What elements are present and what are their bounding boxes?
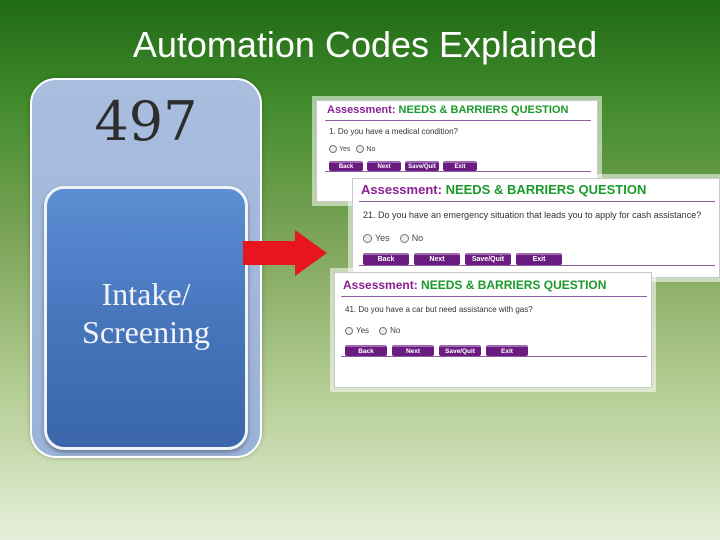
slide-title: Automation Codes Explained: [132, 24, 598, 65]
code-category-label: Intake/ Screening: [47, 275, 245, 351]
heading-label: Assessment:: [343, 278, 418, 292]
exit-button[interactable]: Exit: [443, 161, 477, 171]
save-quit-button[interactable]: Save/Quit: [439, 345, 481, 356]
option-no-label: No: [366, 145, 376, 153]
back-button[interactable]: Back: [329, 161, 363, 171]
option-yes-label: Yes: [339, 145, 351, 153]
option-yes-label: Yes: [375, 233, 390, 243]
code-category-line2: Screening: [82, 314, 210, 350]
exit-button[interactable]: Exit: [516, 253, 562, 265]
screenshot-heading: Assessment: NEEDS & BARRIERS QUESTION: [361, 182, 646, 197]
next-button[interactable]: Next: [414, 253, 460, 265]
option-yes-label: Yes: [356, 326, 370, 335]
question-text: 1. Do you have a medical condition?: [329, 127, 458, 136]
next-button[interactable]: Next: [367, 161, 401, 171]
next-button[interactable]: Next: [392, 345, 434, 356]
save-quit-button[interactable]: Save/Quit: [465, 253, 511, 265]
screenshot-heading: Assessment: NEEDS & BARRIERS QUESTION: [327, 104, 568, 116]
heading-title: NEEDS & BARRIERS QUESTION: [398, 104, 569, 116]
question-screenshot-2: Assessment: NEEDS & BARRIERS QUESTION 21…: [352, 178, 720, 278]
code-category-line1: Intake/: [101, 276, 191, 312]
back-button[interactable]: Back: [363, 253, 409, 265]
right-arrow-icon: [243, 230, 327, 276]
option-no-label: No: [411, 233, 424, 243]
automation-code-card: 497 Intake/ Screening: [30, 78, 262, 458]
automation-code-number: 497: [94, 90, 198, 153]
screenshot-heading: Assessment: NEEDS & BARRIERS QUESTION: [343, 278, 606, 292]
code-category-box: Intake/ Screening: [44, 186, 248, 450]
option-no-label: No: [390, 326, 401, 335]
heading-label: Assessment:: [327, 104, 396, 116]
radio-yes[interactable]: [363, 233, 372, 243]
radio-no[interactable]: [356, 145, 365, 153]
question-text: 21. Do you have an emergency situation t…: [363, 210, 702, 220]
radio-no[interactable]: [379, 326, 388, 335]
heading-title: NEEDS & BARRIERS QUESTION: [421, 278, 607, 292]
heading-title: NEEDS & BARRIERS QUESTION: [445, 182, 647, 197]
heading-label: Assessment:: [361, 182, 442, 197]
save-quit-button[interactable]: Save/Quit: [405, 161, 439, 171]
radio-yes[interactable]: [345, 326, 353, 335]
question-screenshot-3: Assessment: NEEDS & BARRIERS QUESTION 41…: [334, 272, 652, 388]
radio-yes[interactable]: [329, 145, 337, 153]
question-text: 41. Do you have a car but need assistanc…: [345, 305, 533, 314]
radio-no[interactable]: [399, 233, 409, 243]
exit-button[interactable]: Exit: [486, 345, 528, 356]
back-button[interactable]: Back: [345, 345, 387, 356]
